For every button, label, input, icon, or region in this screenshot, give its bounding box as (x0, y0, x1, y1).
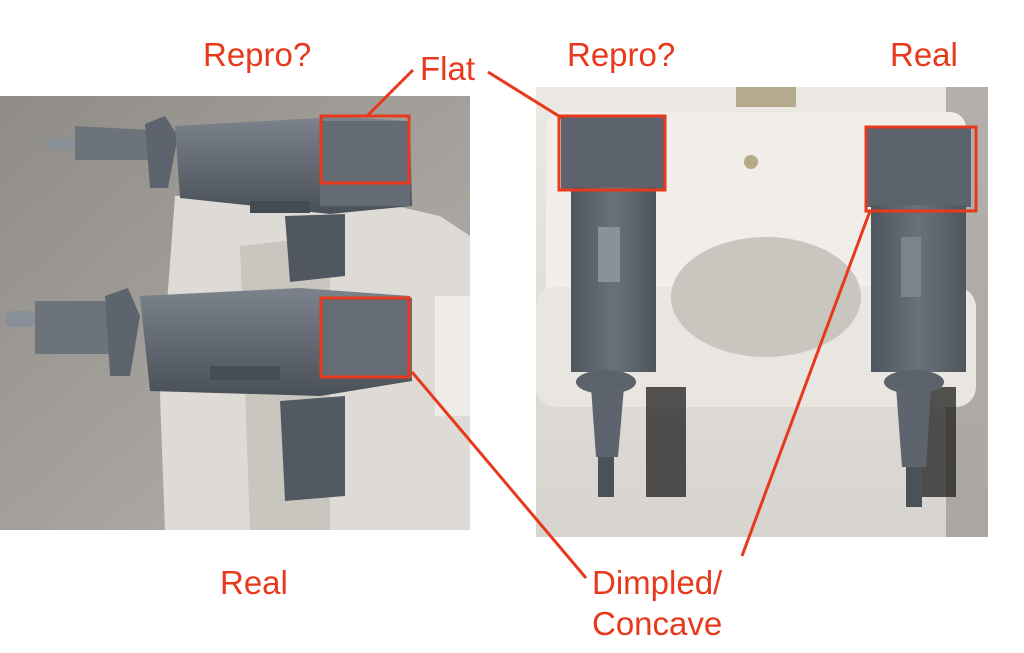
dimpled-label-line1: Dimpled/ (592, 564, 723, 601)
real-label-left: Real (220, 564, 288, 601)
right-photo-drawing (536, 87, 988, 537)
dimpled-label-line2: Concave (592, 605, 723, 642)
repro-label-right: Repro? (567, 36, 676, 73)
real-label-right: Real (890, 36, 958, 73)
right-photo (536, 87, 988, 537)
left-photo-drawing (0, 96, 470, 530)
repro-label-left: Repro? (203, 36, 312, 73)
left-photo (0, 96, 470, 530)
flat-label: Flat (420, 50, 476, 87)
